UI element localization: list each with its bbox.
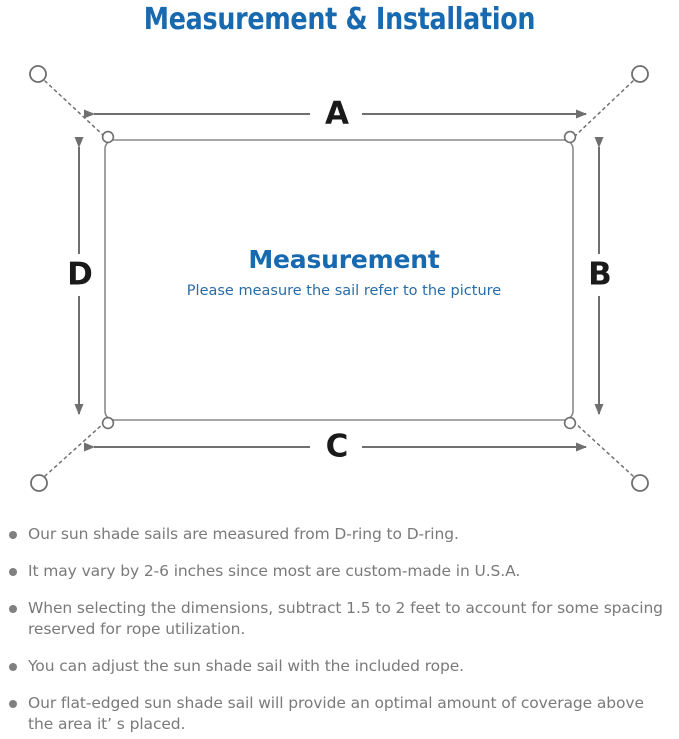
d-ring-top-right-icon xyxy=(563,130,577,144)
list-item: Our flat-edged sun shade sail will provi… xyxy=(0,693,665,735)
rope-bottom-right xyxy=(574,422,634,477)
d-ring-bottom-right-icon xyxy=(563,416,577,430)
rope-bottom-left xyxy=(44,422,105,477)
sail-center-subtitle: Please measure the sail refer to the pic… xyxy=(187,283,501,299)
dimension-b-label: B xyxy=(588,257,612,293)
dimension-d: D xyxy=(67,137,93,415)
dimension-d-label: D xyxy=(67,257,93,293)
dimension-c-label: C xyxy=(326,429,349,465)
anchor-rings-group xyxy=(29,65,649,492)
bullet-icon xyxy=(9,605,17,613)
bullet-icon xyxy=(9,700,17,708)
dimension-b: B xyxy=(588,137,612,415)
bullet-icon xyxy=(9,531,17,539)
note-text: Our sun shade sails are measured from D-… xyxy=(28,525,459,543)
dimension-c: C xyxy=(84,429,587,465)
rope-top-right xyxy=(574,80,634,137)
rope-lines-group xyxy=(44,80,634,477)
list-item: You can adjust the sun shade sail with t… xyxy=(0,656,665,677)
anchor-top-right-icon xyxy=(631,65,649,83)
anchor-bottom-left-icon xyxy=(30,474,48,492)
notes-list: Our sun shade sails are measured from D-… xyxy=(0,524,679,735)
d-rings-group xyxy=(101,130,577,430)
list-item: When selecting the dimensions, subtract … xyxy=(0,598,665,640)
page-title: Measurement & Installation xyxy=(143,2,536,37)
note-text: Our flat-edged sun shade sail will provi… xyxy=(28,694,644,733)
sail-body xyxy=(104,139,574,421)
measurement-diagram: A C D B Measurement Please measure the s… xyxy=(0,44,679,519)
note-text: When selecting the dimensions, subtract … xyxy=(28,599,663,638)
bullet-icon xyxy=(9,663,17,671)
note-text: You can adjust the sun shade sail with t… xyxy=(28,657,465,675)
anchor-top-left-icon xyxy=(29,65,47,83)
list-item: It may vary by 2-6 inches since most are… xyxy=(0,561,665,582)
d-ring-top-left-icon xyxy=(101,130,115,144)
anchor-bottom-right-icon xyxy=(631,474,649,492)
d-ring-bottom-left-icon xyxy=(101,416,115,430)
note-text: It may vary by 2-6 inches since most are… xyxy=(28,562,521,580)
bullet-icon xyxy=(9,568,17,576)
list-item: Our sun shade sails are measured from D-… xyxy=(0,524,665,545)
sail-center-title: Measurement xyxy=(248,245,439,274)
rope-top-left xyxy=(44,80,105,137)
dimension-a-label: A xyxy=(325,96,349,132)
dimension-a: A xyxy=(84,96,587,132)
